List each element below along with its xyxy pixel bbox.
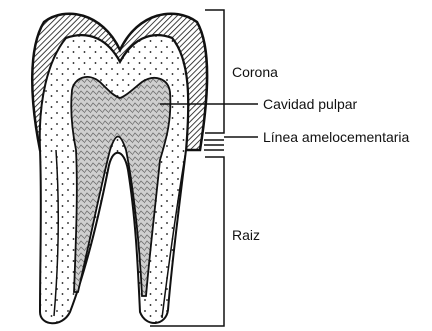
cementoenamel-junction-marks — [204, 140, 224, 150]
dentin-layer — [40, 35, 188, 323]
label-linea-amelocementaria: Línea amelocementaria — [263, 129, 409, 145]
label-corona: Corona — [232, 64, 278, 80]
label-raiz: Raiz — [232, 227, 260, 243]
label-cavidad-pulpar: Cavidad pulpar — [263, 96, 357, 112]
